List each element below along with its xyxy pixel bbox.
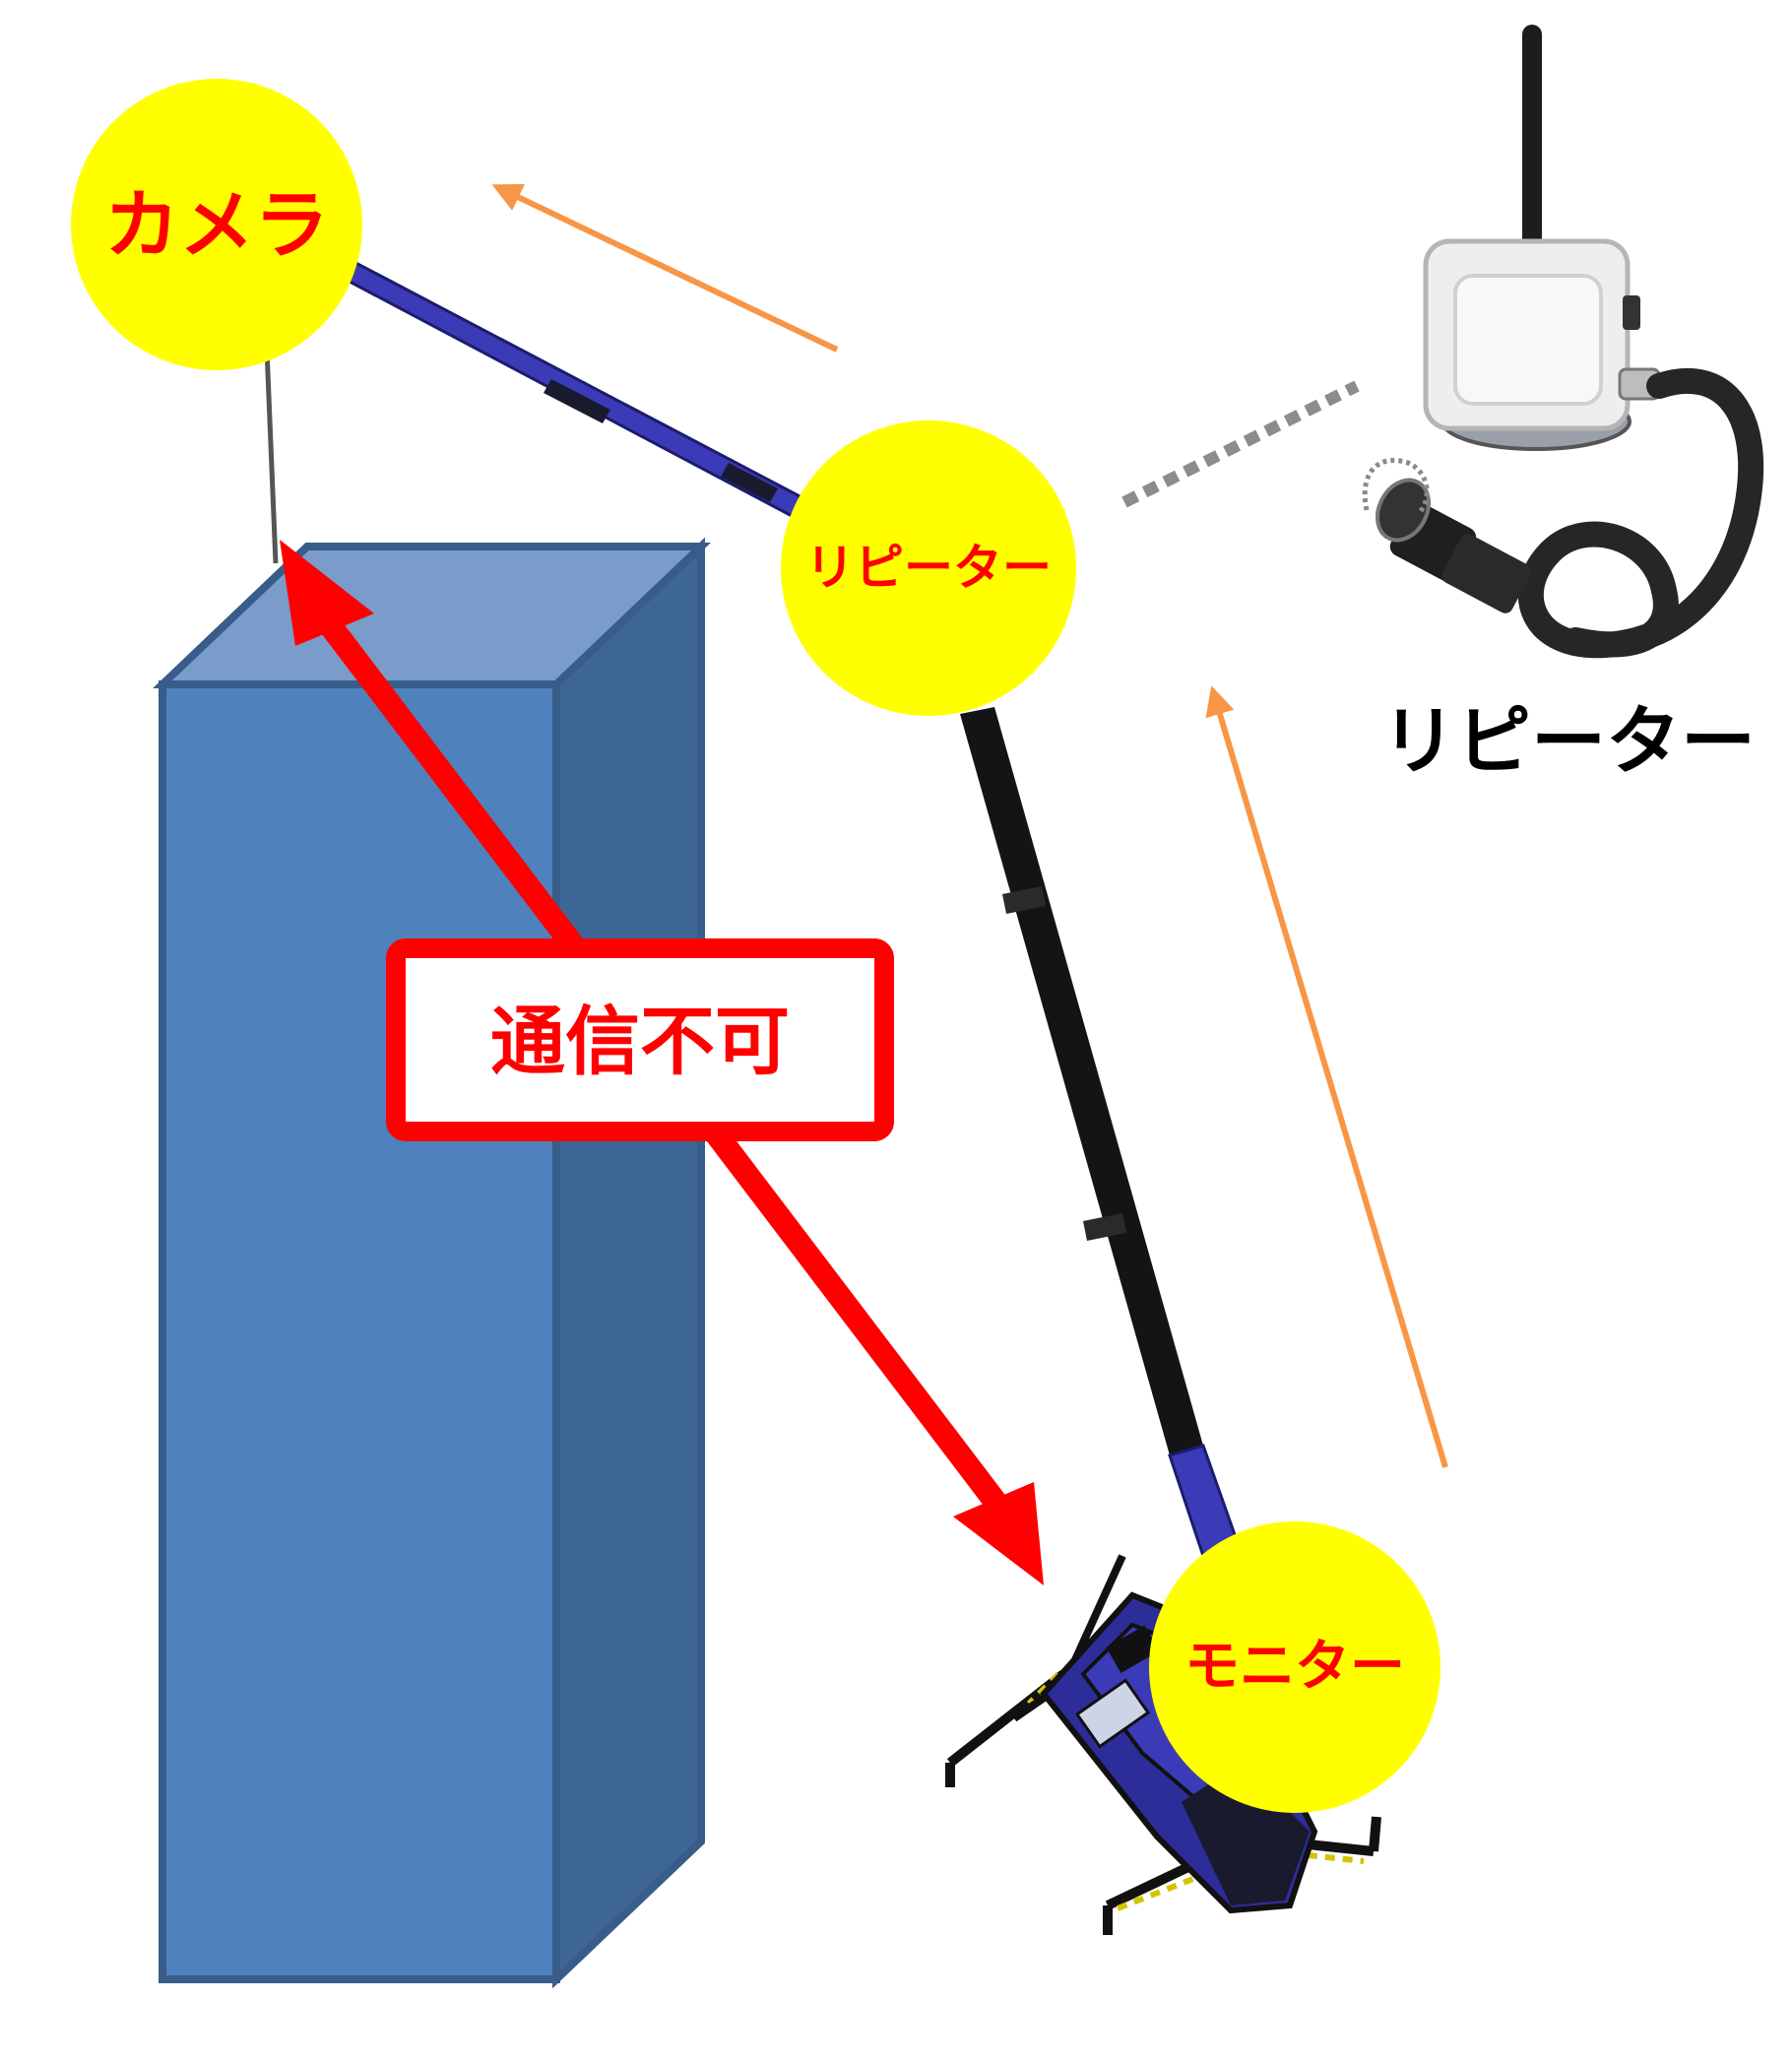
red-arrowhead-top [280, 540, 374, 646]
lower-boom [960, 707, 1250, 1587]
monitor-node: モニター [1149, 1521, 1440, 1813]
no-comm-label-box: 通信不可 [386, 938, 894, 1141]
repeater-node-label: リピーター [805, 540, 1052, 597]
block-side-face [552, 537, 705, 1989]
orange-arrow-to-repeater [1205, 685, 1448, 1468]
monitor-label: モニター [1184, 1635, 1405, 1699]
antenna-icon [1522, 25, 1542, 271]
red-arrowhead-bottom [953, 1482, 1044, 1585]
block-front-face [159, 680, 560, 1983]
repeater-dotted-link [1121, 380, 1360, 508]
camera-label: カメラ [104, 181, 329, 269]
no-comm-label: 通信不可 [490, 998, 790, 1085]
upper-boom [332, 256, 810, 520]
orange-arrow-to-camera [491, 183, 839, 353]
camera-pole [263, 324, 279, 564]
repeater-node: リピーター [781, 420, 1076, 716]
camera-node: カメラ [71, 79, 362, 370]
repeater-device-illustration [1362, 25, 1764, 659]
repeater-product-label: リピーター [1381, 697, 1756, 785]
